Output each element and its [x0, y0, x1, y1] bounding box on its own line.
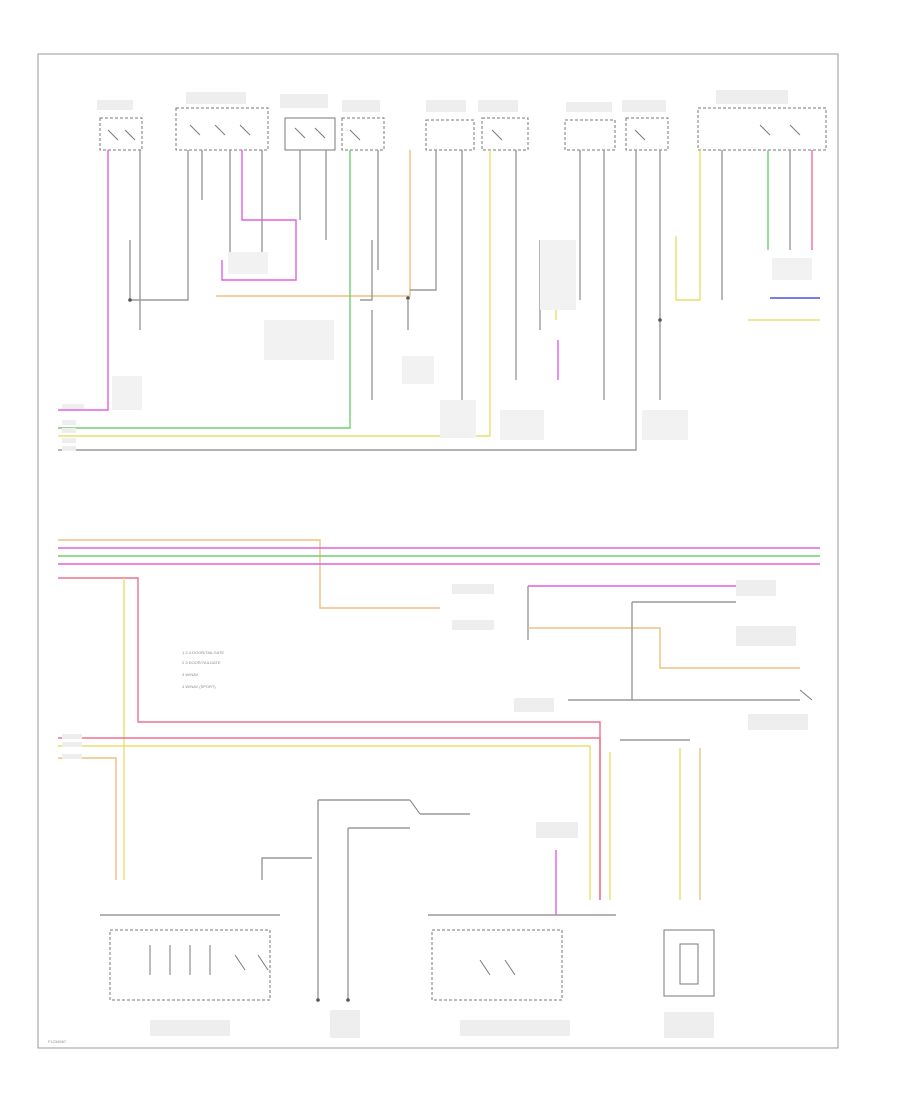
top-component-labels — [97, 90, 788, 112]
diagram-frame — [37, 53, 839, 1049]
bottom-components — [100, 799, 715, 1038]
middle-bus-wires — [58, 539, 820, 900]
driver-door-switch-pack — [175, 107, 269, 151]
lower-bus-wires — [58, 734, 701, 900]
left-front-door-module — [99, 117, 143, 151]
middle-component-blocks — [452, 580, 808, 730]
center-door-modules — [425, 117, 529, 151]
top-ground-symbols — [112, 240, 812, 440]
footer-code: F1234567 — [48, 1039, 67, 1044]
legend-item-4: 4 W/NAV (SPORT) — [182, 684, 216, 689]
legend-item-2: 2 3 DOOR/TAILGATE — [182, 660, 221, 665]
top-bus-labels — [62, 404, 84, 451]
passenger-door-switch-pack — [697, 107, 827, 151]
right-rear-window-switch — [564, 119, 616, 151]
top-vertical-wires — [58, 150, 820, 451]
legend-item-1: 1 2-4 DOOR/TAILGATE — [182, 650, 224, 655]
legend: 1 2-4 DOOR/TAILGATE 2 3 DOOR/TAILGATE 3 … — [182, 650, 224, 689]
right-front-door-module — [625, 117, 669, 151]
top-components — [99, 107, 827, 151]
left-rear-door-module — [284, 117, 336, 151]
legend-item-3: 3 W/NAV — [182, 672, 198, 677]
left-rear-window-switch — [341, 117, 385, 151]
